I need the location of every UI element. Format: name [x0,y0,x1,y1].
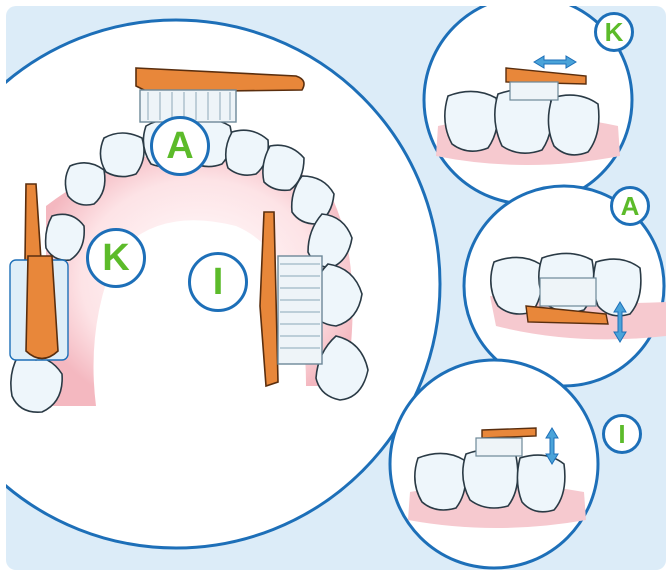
inset-top-circle [422,6,634,206]
badge-inset-bottom: I [602,414,642,454]
illustration-panel: A K I K A I [6,6,666,570]
teeth-arch [10,118,369,413]
badge-inset-top: K [594,12,634,52]
badge-main-right: I [188,252,248,312]
dental-brushing-illustration [6,6,666,570]
gum-arch [46,150,353,406]
double-arrow-vertical-icon [613,301,627,343]
brush-right [259,211,323,388]
badge-main-left: K [86,228,146,288]
inset-middle-brush [525,277,609,325]
inset-top-brush [505,67,587,101]
double-arrow-horizontal-icon [533,55,577,69]
inset-bottom-brush [475,427,537,457]
inset-bottom-circle [388,358,600,570]
badge-inset-middle: A [610,186,650,226]
brush-left [9,183,69,361]
badge-main-top: A [150,116,210,176]
molars [414,448,566,513]
molars [444,88,600,156]
double-arrow-vertical-icon [545,427,559,465]
